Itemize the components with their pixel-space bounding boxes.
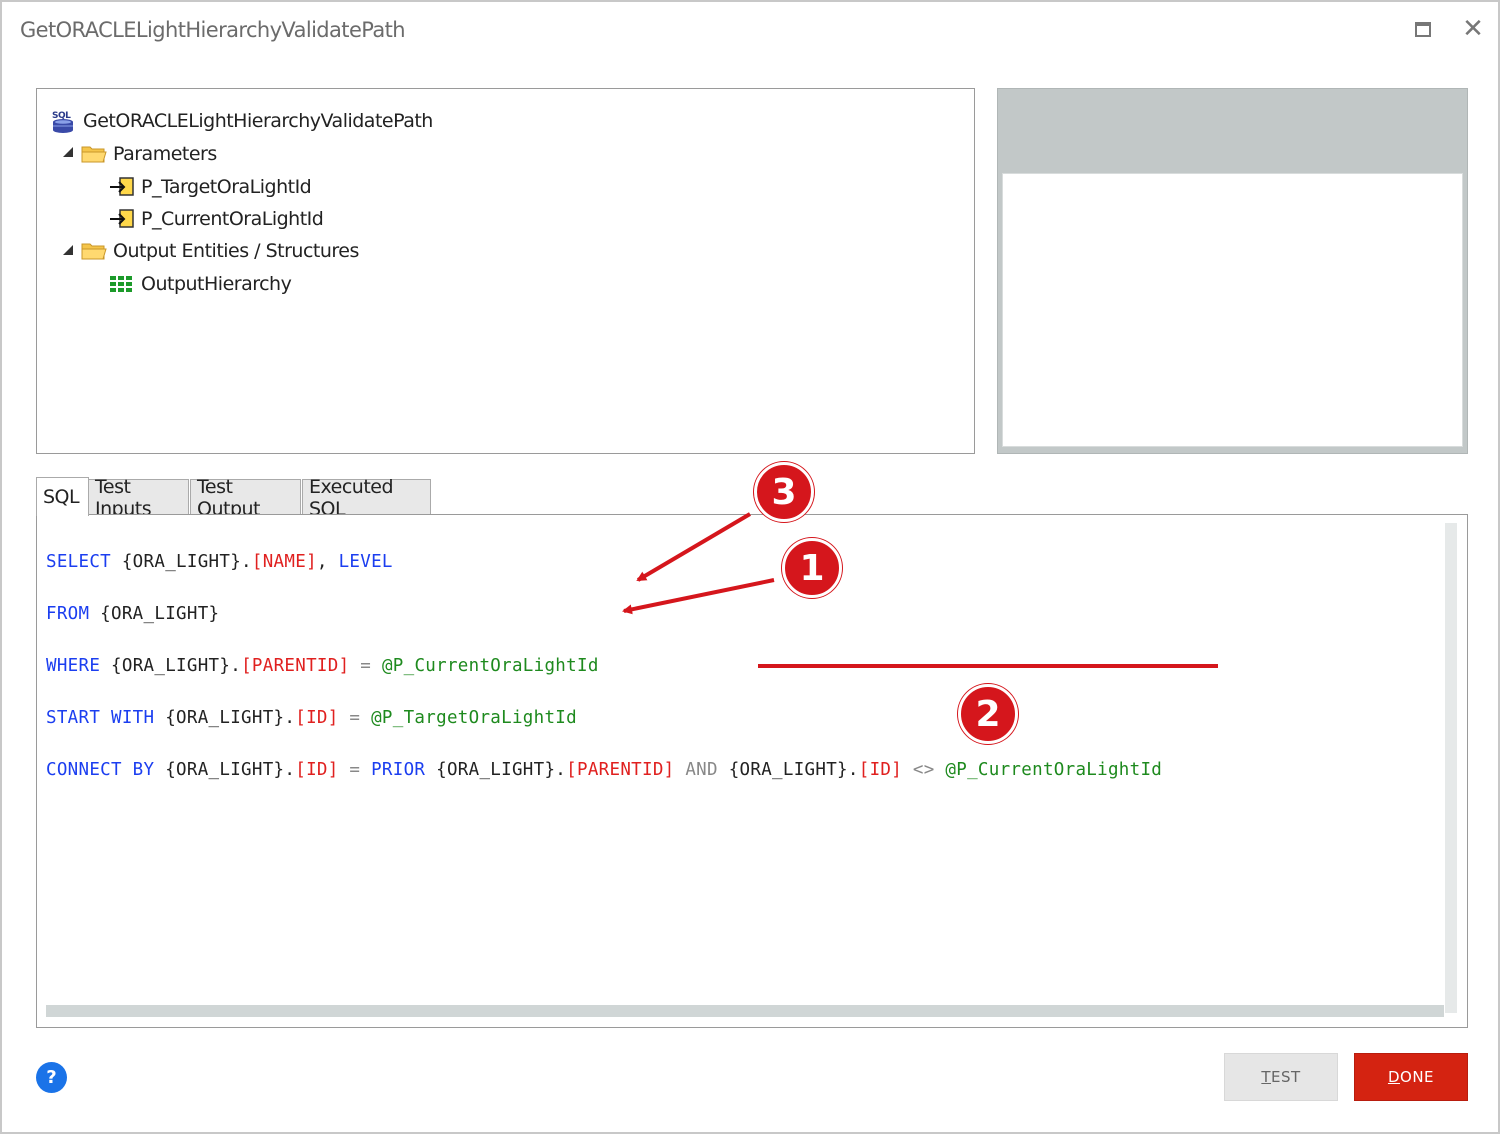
param-label: P_CurrentOraLightId <box>141 208 324 230</box>
sql-entity: {ORA_LIGHT}. <box>111 552 252 572</box>
folder-icon <box>81 146 107 163</box>
sql-line-2: FROM {ORA_LIGHT} <box>46 601 1162 627</box>
tree-item-output[interactable]: OutputHierarchy <box>109 270 292 298</box>
help-icon: ? <box>46 1067 57 1088</box>
close-icon[interactable]: ✕ <box>1462 14 1484 44</box>
horizontal-scrollbar[interactable] <box>46 1005 1444 1017</box>
done-accel: D <box>1387 1068 1401 1086</box>
sql-parameter: @P_CurrentOraLightId <box>945 760 1163 780</box>
parameters-label: Parameters <box>113 143 217 165</box>
outputs-label: Output Entities / Structures <box>113 240 359 262</box>
tab-executed-sql[interactable]: Executed SQL <box>302 476 431 520</box>
sql-entity: {ORA_LIGHT}. <box>100 656 242 676</box>
structure-grid-icon <box>110 276 132 292</box>
tree-node-parameters[interactable]: Parameters <box>81 140 217 168</box>
expander-outputs[interactable] <box>63 245 73 255</box>
vertical-scrollbar[interactable] <box>1445 523 1457 1013</box>
tab-sql[interactable]: SQL <box>36 477 89 516</box>
sql-entity: {ORA_LIGHT}. <box>425 760 567 780</box>
input-parameter-icon <box>110 177 134 196</box>
sql-keyword: CONNECT BY <box>46 760 155 780</box>
sql-attribute: [ID] <box>295 760 339 780</box>
annotation-badge-1: 1 <box>782 538 842 598</box>
sql-operator: = <box>338 760 372 780</box>
sql-line-3: WHERE {ORA_LIGHT}.[PARENTID] = @P_Curren… <box>46 653 1162 679</box>
svg-text:SQL: SQL <box>52 111 71 121</box>
done-label: ONE <box>1400 1068 1435 1086</box>
annotation-badge-2: 2 <box>958 684 1018 744</box>
sql-keyword: SELECT <box>46 552 112 572</box>
tree-root-label: GetORACLELightHierarchyValidatePath <box>83 110 433 132</box>
tab-test-inputs[interactable]: Test Inputs <box>88 476 189 520</box>
tree-item-param[interactable]: P_TargetOraLightId <box>109 173 312 201</box>
window-title: GetORACLELightHierarchyValidatePath <box>20 18 406 42</box>
output-label: OutputHierarchy <box>141 273 292 295</box>
sql-keyword: PRIOR <box>371 760 426 780</box>
sql-entity: {ORA_LIGHT}. <box>154 760 296 780</box>
tab-test-output[interactable]: Test Output <box>190 476 301 520</box>
sql-operator: AND <box>674 760 729 780</box>
expander-parameters[interactable] <box>63 147 73 157</box>
param-label: P_TargetOraLightId <box>141 176 312 198</box>
test-accel: T <box>1261 1068 1271 1086</box>
sql-attribute: [PARENTID] <box>241 656 350 676</box>
sql-line-1: SELECT {ORA_LIGHT}.[NAME], LEVEL <box>46 549 1162 575</box>
sql-keyword: START WITH <box>46 708 155 728</box>
sql-entity: {ORA_LIGHT} <box>89 604 220 624</box>
folder-icon <box>81 243 107 260</box>
sql-line-5: CONNECT BY {ORA_LIGHT}.[ID] = PRIOR {ORA… <box>46 757 1162 783</box>
sql-keyword: LEVEL <box>338 552 393 572</box>
tree-node-outputs[interactable]: Output Entities / Structures <box>81 237 359 265</box>
test-label: EST <box>1271 1068 1301 1086</box>
preview-panel <box>997 88 1468 454</box>
tree-root[interactable]: SQL GetORACLELightHierarchyValidatePath <box>51 107 433 135</box>
preview-content <box>1002 173 1463 447</box>
sql-keyword: FROM <box>46 604 90 624</box>
sql-attribute: [ID] <box>858 760 903 780</box>
sql-entity: {ORA_LIGHT}. <box>728 760 859 780</box>
maximize-icon[interactable] <box>1410 16 1436 42</box>
sql-icon: SQL <box>52 111 73 133</box>
sql-attribute: [NAME] <box>251 552 317 572</box>
tree-item-param[interactable]: P_CurrentOraLightId <box>109 205 324 233</box>
sql-editor[interactable]: SELECT {ORA_LIGHT}.[NAME], LEVEL FROM {O… <box>36 514 1468 1028</box>
sql-entity: {ORA_LIGHT}. <box>154 708 296 728</box>
sql-operator: = <box>349 656 382 676</box>
help-button[interactable]: ? <box>36 1062 67 1093</box>
sql-operator: = <box>338 708 372 728</box>
sql-attribute: [ID] <box>295 708 339 728</box>
annotation-badge-3: 3 <box>754 462 814 522</box>
sql-operator: <> <box>902 760 946 780</box>
sql-line-4: START WITH {ORA_LIGHT}.[ID] = @P_TargetO… <box>46 705 1162 731</box>
sql-code[interactable]: SELECT {ORA_LIGHT}.[NAME], LEVEL FROM {O… <box>46 523 1162 835</box>
tree-panel: SQL GetORACLELightHierarchyValidatePath … <box>36 88 975 454</box>
sql-attribute: [PARENTID] <box>566 760 675 780</box>
sql-parameter: @P_TargetOraLightId <box>371 708 577 728</box>
sql-parameter: @P_CurrentOraLightId <box>381 656 599 676</box>
sql-keyword: WHERE <box>46 656 101 676</box>
input-parameter-icon <box>110 209 134 228</box>
sql-punct: , <box>316 552 339 572</box>
